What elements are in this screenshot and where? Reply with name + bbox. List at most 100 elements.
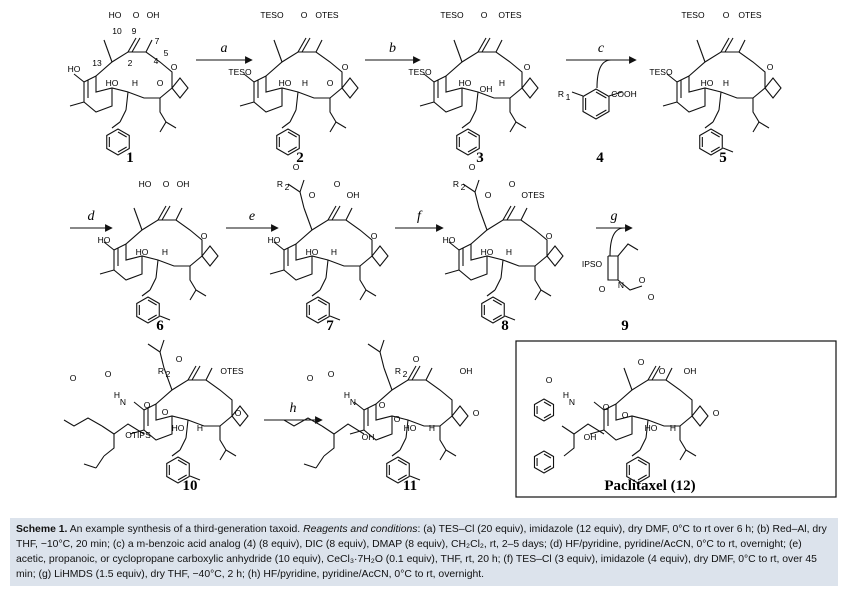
c2-ester	[119, 109, 127, 123]
acetate-carbonyl	[335, 121, 347, 129]
compound-label-c1: 1	[126, 150, 134, 166]
atom-label-c3: O	[481, 10, 488, 20]
benzoate-ring	[106, 128, 130, 156]
c9-carbonyl	[157, 205, 167, 221]
benzoate-ring-double	[397, 474, 407, 481]
caption-title-text: An example synthesis of a third-generati…	[67, 524, 304, 535]
taxane-core-ring	[125, 219, 203, 267]
compound-c7	[269, 179, 389, 324]
atom-label-c7: H	[331, 247, 337, 257]
c18-methyl	[353, 401, 365, 411]
taxane-core-ring	[375, 379, 453, 427]
atom-label-c1: 2	[128, 58, 133, 68]
arrow-e: e	[226, 209, 279, 232]
c13-bond	[129, 429, 145, 435]
atom-label-c2: HO	[279, 78, 292, 88]
acetate-carbonyl	[165, 121, 177, 129]
a-ring	[676, 75, 706, 113]
c9-carbonyl-double	[331, 205, 341, 221]
atom-label-c1: O	[133, 10, 140, 20]
atom-label-c3: TESO	[440, 10, 464, 20]
a-ring	[433, 75, 463, 113]
isobutenyl-c10	[95, 455, 105, 469]
c2-ester-bond	[155, 259, 159, 279]
atom-label-c11: H	[429, 423, 435, 433]
arrow-f: f	[395, 209, 444, 232]
benzoate-ring	[386, 456, 410, 484]
arrow-label-c: c	[598, 41, 605, 56]
atom-label-c8: O	[546, 231, 553, 241]
compound-9-alkenyl	[617, 243, 639, 257]
a-ring	[253, 75, 283, 113]
arrow-h: h	[264, 401, 323, 424]
atom-label-c10: OTES	[220, 366, 243, 376]
c18-methyl	[273, 241, 285, 251]
side-chain-phenyl-c12	[533, 398, 555, 422]
c7-bond	[315, 39, 323, 53]
c2-ester	[289, 109, 297, 123]
atom-label-c8: R	[453, 179, 459, 189]
c10-bond	[133, 207, 143, 231]
atom-label-c1: 5	[164, 48, 169, 58]
c2-carbonyl	[391, 449, 401, 457]
c4-acetate	[359, 266, 367, 291]
atom-label-c10: H	[114, 390, 120, 400]
atom-label-c12: H	[670, 423, 676, 433]
atom-label-c12: O	[603, 402, 610, 412]
side-chain-n-c10	[101, 425, 115, 435]
benzoate-ring	[626, 456, 650, 484]
oxetane-ring	[451, 405, 469, 427]
benzoate-ring	[166, 456, 190, 484]
c10-bond	[163, 367, 173, 391]
caption-conditions-label: Reagents and conditions	[303, 524, 418, 535]
benzoate-ring-double	[177, 474, 187, 481]
c2-ester	[399, 437, 407, 451]
acetate-methyl	[219, 449, 227, 461]
a-ring	[603, 403, 633, 441]
benzoate-ring-double	[637, 459, 647, 466]
atom-label-c12: O	[713, 408, 720, 418]
atom-label-c1: 10	[112, 26, 122, 36]
atom-label-c8: HO	[443, 235, 456, 245]
c4-acetate	[534, 266, 542, 291]
atom-label-c1: O	[171, 62, 178, 72]
atom-label-c7: O	[293, 162, 300, 172]
side-chain-n-c11	[321, 425, 335, 435]
compound-c12	[533, 365, 709, 484]
acetate-methyl	[679, 449, 687, 461]
atom-label-c5: OTES	[738, 10, 761, 20]
a-ring	[143, 403, 173, 441]
c2-ester	[639, 437, 647, 451]
atom-label-c10: HO	[172, 423, 185, 433]
atom-label-c7: O	[309, 190, 316, 200]
benzoate-ring-double	[467, 131, 477, 138]
atom-label-c8: O	[509, 179, 516, 189]
c2-carbonyl	[111, 121, 121, 129]
c9-carbonyl	[187, 365, 197, 381]
c13-bond	[589, 429, 605, 435]
benzoate-ring-double	[317, 314, 327, 321]
atom-label-c9: N	[618, 280, 624, 290]
c10-bond	[273, 39, 283, 63]
c18-methyl	[593, 401, 605, 411]
c2-ester	[712, 109, 720, 123]
atom-label-c10: 2	[166, 369, 171, 379]
c9-carbonyl-double	[161, 205, 171, 221]
atom-label-c11: O	[307, 373, 314, 383]
c9-carbonyl-double	[411, 365, 421, 381]
c2-carbonyl	[171, 449, 181, 457]
oxetane-ring	[764, 77, 782, 99]
c18-methyl	[448, 241, 460, 251]
atom-label-c2: O	[301, 10, 308, 20]
atom-label-c7: OH	[347, 190, 360, 200]
atom-label-c8: OTES	[521, 190, 544, 200]
acetate-methyl	[752, 121, 760, 133]
compound-c3	[419, 37, 539, 156]
caption-conditions-text: : (a) TES–Cl (20 equiv), imidazole (12 e…	[16, 524, 827, 580]
c9-carbonyl	[647, 365, 657, 381]
arrow-g: g	[596, 209, 633, 257]
oxetane-ring	[201, 245, 219, 267]
a-ring	[113, 243, 143, 281]
c4-acetate	[159, 98, 167, 123]
